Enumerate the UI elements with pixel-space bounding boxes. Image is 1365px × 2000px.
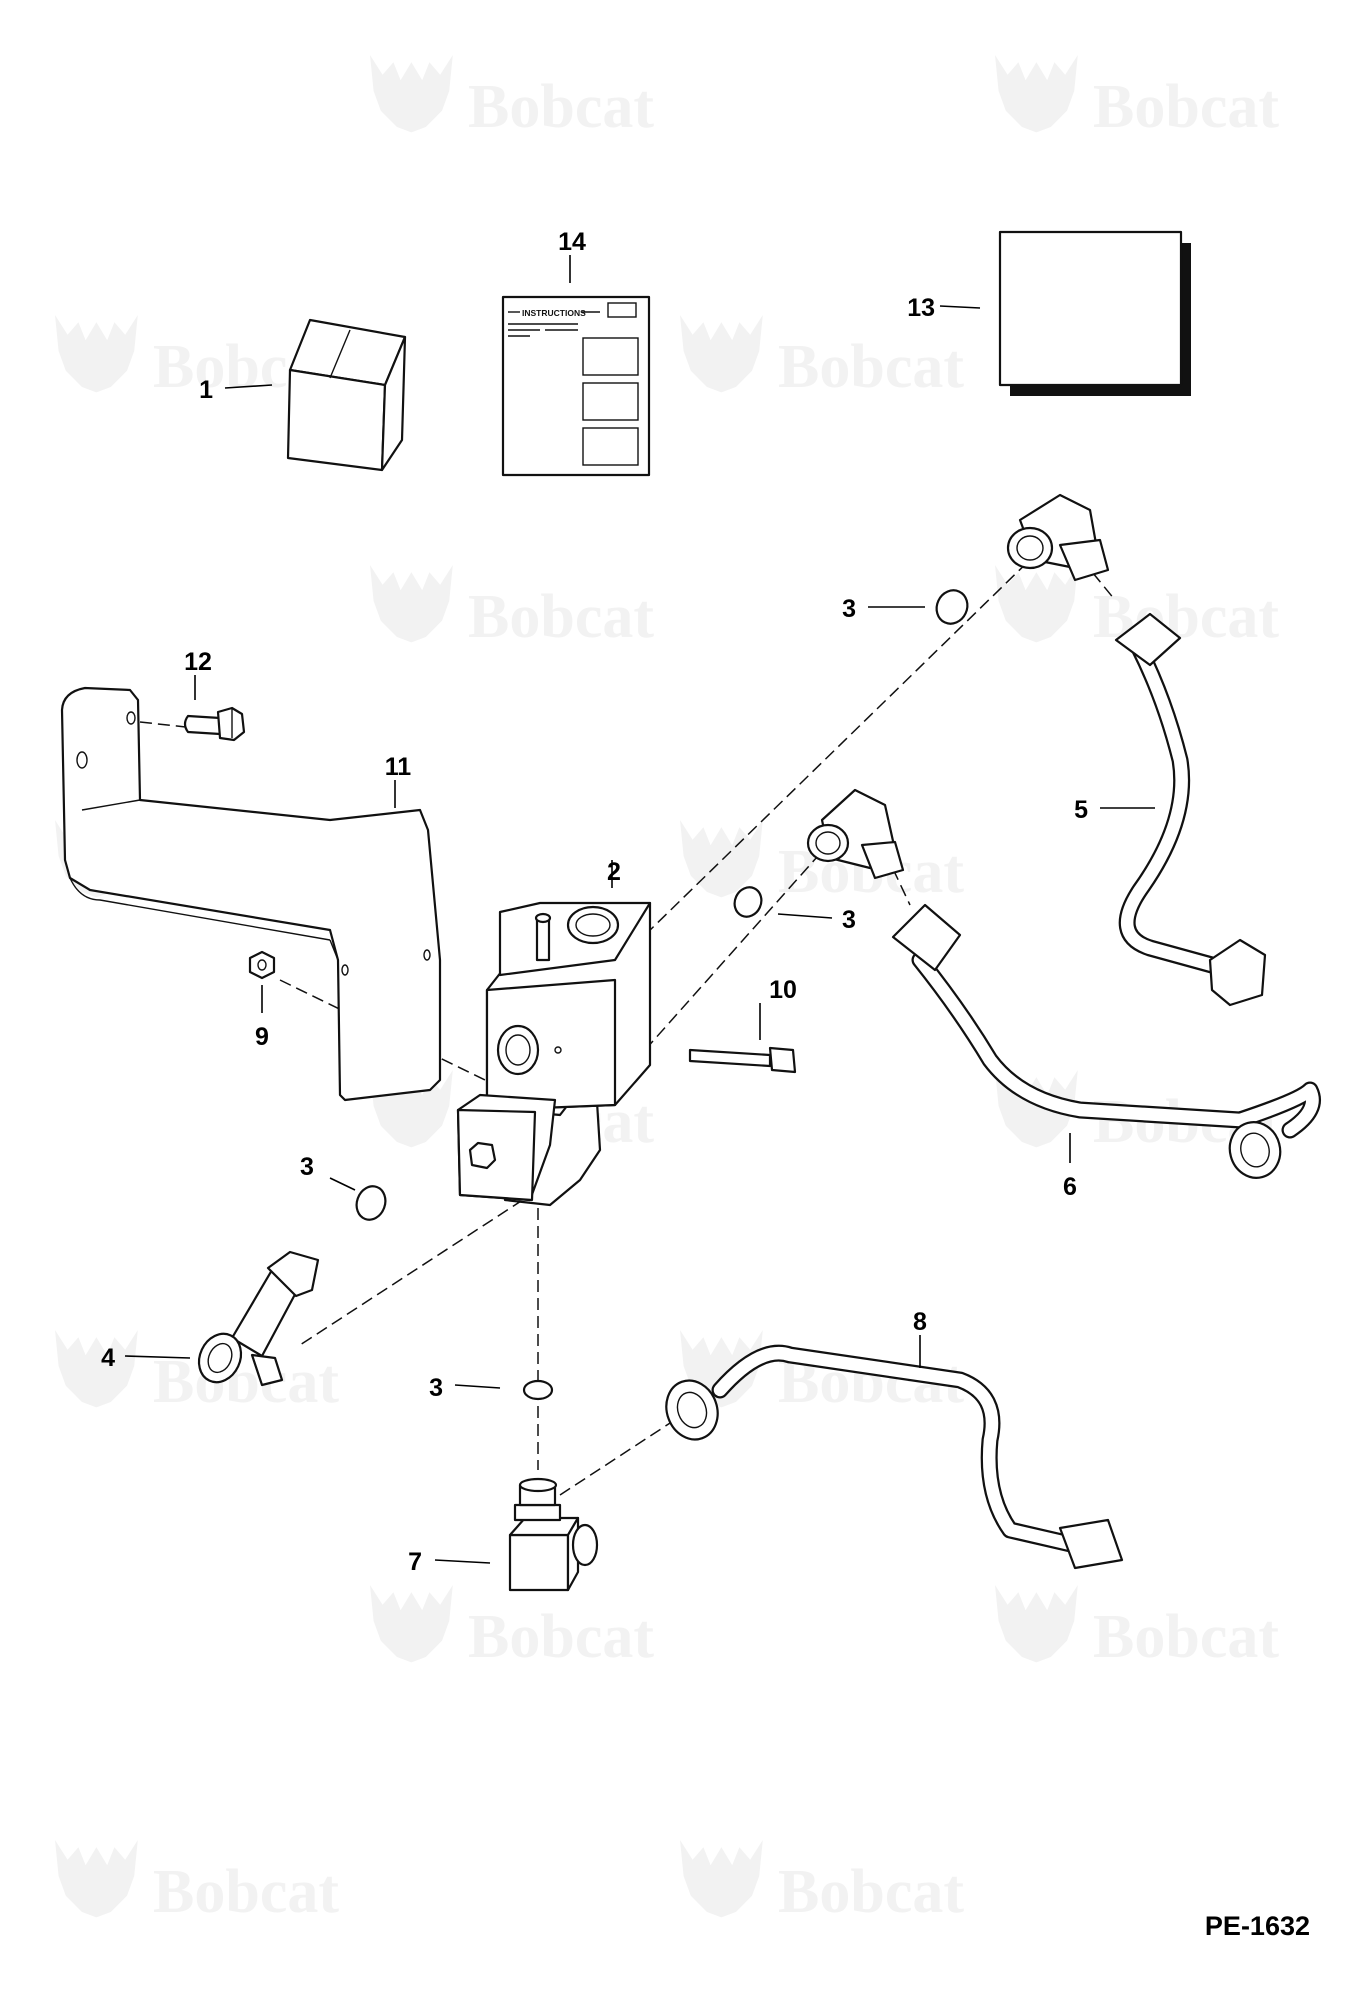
watermark-text: Bobcat bbox=[153, 1858, 339, 1926]
callout-5: 5 bbox=[1074, 796, 1088, 824]
watermark-4: Bobcat bbox=[680, 315, 964, 401]
part-11-bracket bbox=[60, 686, 442, 1102]
callout-8: 8 bbox=[913, 1308, 927, 1336]
callout-11: 11 bbox=[385, 753, 412, 781]
callout-14: 14 bbox=[558, 228, 586, 256]
watermark-text: Bobcat bbox=[1093, 1603, 1279, 1671]
part-10-bolt bbox=[688, 1046, 797, 1074]
callout-3-upper: 3 bbox=[842, 595, 856, 623]
watermark-text: Bobcat bbox=[153, 1348, 339, 1416]
bobcat-logo-icon bbox=[370, 565, 453, 643]
watermark-1: Bobcat bbox=[370, 55, 654, 141]
callouts: 1 2 3 3 3 3 4 5 6 7 8 9 10 11 12 13 14 bbox=[101, 228, 1088, 1576]
watermark-11: Bobcat bbox=[55, 1330, 339, 1416]
watermark-text: Bobcat bbox=[468, 1603, 654, 1671]
leader-lines bbox=[124, 255, 1155, 1564]
bobcat-logo-icon bbox=[55, 1840, 138, 1918]
watermark-2: Bobcat bbox=[995, 55, 1279, 141]
part-7-fitting bbox=[508, 1477, 599, 1592]
callout-12: 12 bbox=[184, 648, 212, 676]
callout-3-left: 3 bbox=[300, 1153, 314, 1181]
watermark-text: Bobcat bbox=[468, 73, 654, 141]
watermark-16: Bobcat bbox=[680, 1840, 964, 1926]
document-id: PE-1632 bbox=[1205, 1911, 1310, 1941]
bobcat-logo-icon bbox=[370, 55, 453, 133]
part-8-tube bbox=[665, 1344, 1124, 1570]
callout-4: 4 bbox=[101, 1344, 115, 1372]
watermark-text: Bobcat bbox=[1093, 73, 1279, 141]
part-6-tube bbox=[891, 903, 1321, 1179]
part-3-o-rings bbox=[355, 589, 969, 1401]
bobcat-logo-icon bbox=[995, 565, 1078, 643]
part-6-fitting-elbow bbox=[806, 788, 905, 880]
callout-1: 1 bbox=[199, 376, 213, 404]
bobcat-logo-icon bbox=[55, 1330, 138, 1408]
callout-6: 6 bbox=[1063, 1173, 1077, 1201]
callout-3-middle: 3 bbox=[842, 906, 856, 934]
part-2-valve bbox=[456, 901, 652, 1207]
part-1-box bbox=[286, 318, 407, 472]
callout-13: 13 bbox=[907, 294, 935, 322]
watermark-5: Bobcat bbox=[370, 565, 654, 651]
watermark-13: Bobcat bbox=[370, 1585, 654, 1671]
watermark-15: Bobcat bbox=[55, 1840, 339, 1926]
callout-7: 7 bbox=[408, 1548, 422, 1576]
callout-9: 9 bbox=[255, 1023, 269, 1051]
watermark-text: Bobcat bbox=[778, 333, 964, 401]
part-9-nut bbox=[248, 950, 276, 980]
bobcat-logo-icon bbox=[995, 55, 1078, 133]
bobcat-logo-icon bbox=[680, 1840, 763, 1918]
watermark-14: Bobcat bbox=[995, 1585, 1279, 1671]
callout-10: 10 bbox=[769, 976, 797, 1004]
part-12-bolt bbox=[183, 706, 246, 742]
part-13-card bbox=[998, 230, 1191, 396]
callout-3-lower: 3 bbox=[429, 1374, 443, 1402]
part-5-tube bbox=[1114, 612, 1267, 1007]
watermark-text: Bobcat bbox=[778, 1858, 964, 1926]
part-5-fitting-elbow bbox=[1006, 493, 1110, 582]
part-14-instruction-sheet: INSTRUCTIONS bbox=[501, 295, 651, 477]
bobcat-logo-icon bbox=[680, 315, 763, 393]
callout-2: 2 bbox=[607, 858, 621, 886]
instructions-heading: INSTRUCTIONS bbox=[522, 308, 586, 318]
part-4-fitting bbox=[197, 1250, 320, 1387]
bobcat-logo-icon bbox=[370, 1585, 453, 1663]
bobcat-logo-icon bbox=[55, 315, 138, 393]
bobcat-logo-icon bbox=[995, 1585, 1078, 1663]
watermark-text: Bobcat bbox=[468, 583, 654, 651]
